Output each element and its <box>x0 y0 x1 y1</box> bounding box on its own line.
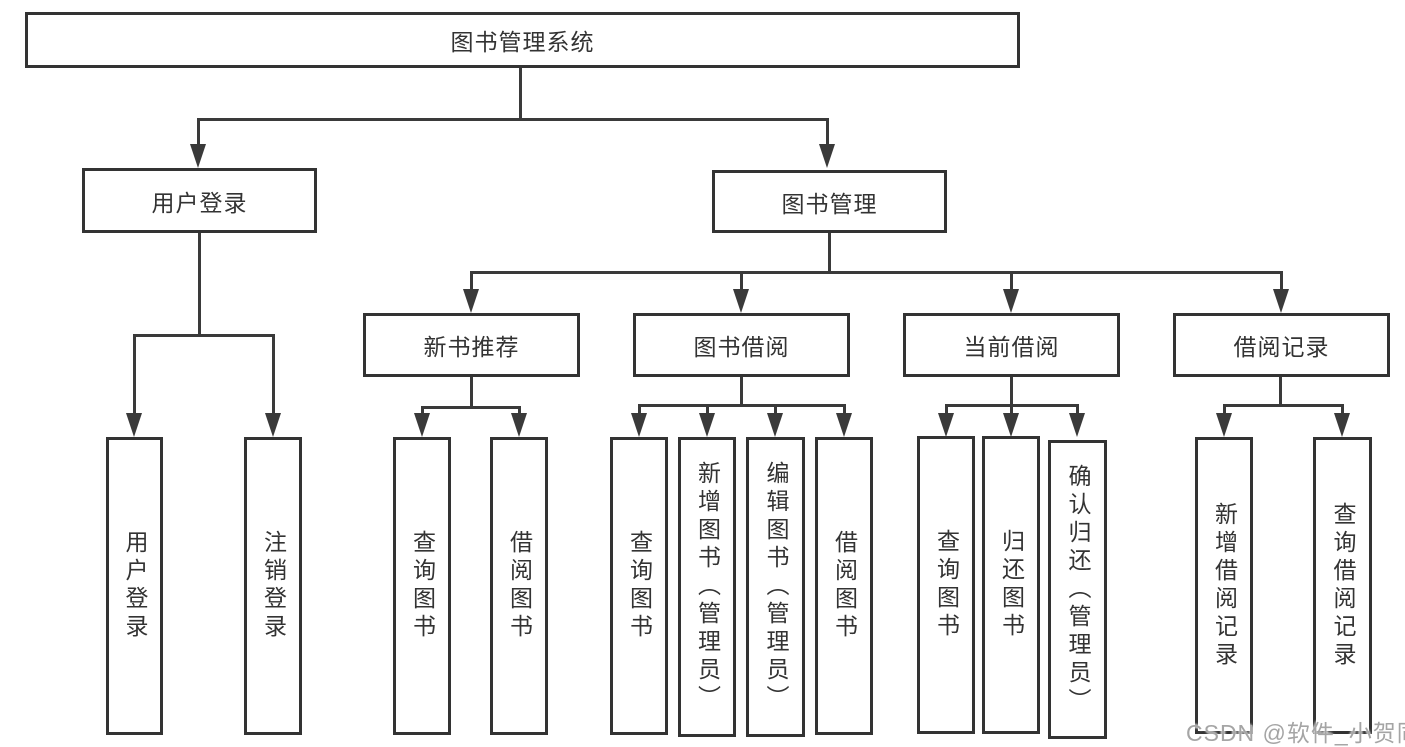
node-leaf-borrow-books-1: 借阅图书 <box>490 437 548 735</box>
node-borrow-records: 借阅记录 <box>1173 313 1390 377</box>
connector-drop-new-book-rec <box>517 407 521 417</box>
connector-stem-new-book-rec <box>469 377 473 409</box>
node-leaf-query-books-1: 查询图书 <box>393 437 451 735</box>
connector-drop-book-mgmt <box>739 272 743 293</box>
node-label-leaf-query-books-3: 查询图书 <box>933 529 960 641</box>
connector-rail-book-borrow <box>637 403 846 407</box>
node-root: 图书管理系统 <box>25 12 1020 68</box>
node-leaf-return-books: 归还图书 <box>982 436 1040 734</box>
arrowhead-down-icon <box>733 289 749 313</box>
connector-drop-book-borrow <box>705 405 709 417</box>
connector-drop-borrow-records <box>1340 405 1344 417</box>
connector-stem-current-borrow <box>1009 377 1013 407</box>
node-label-book-borrow: 图书借阅 <box>693 334 790 360</box>
arrowhead-down-icon <box>819 144 835 168</box>
arrowhead-down-icon <box>699 413 715 437</box>
arrowhead-down-icon <box>1003 289 1019 313</box>
connector-stem-root <box>518 68 522 121</box>
arrowhead-down-icon <box>1216 413 1232 437</box>
node-label-leaf-confirm-return-admin: 确认归还（管理员） <box>1065 463 1091 716</box>
arrowhead-down-icon <box>1334 413 1350 437</box>
node-leaf-query-books-2: 查询图书 <box>610 437 668 735</box>
connector-drop-root <box>825 119 829 148</box>
node-label-book-mgmt: 图书管理 <box>781 190 878 217</box>
node-leaf-edit-book-admin: 编辑图书（管理员） <box>746 437 805 737</box>
arrowhead-down-icon <box>190 144 206 168</box>
connector-drop-book-mgmt <box>1009 272 1013 293</box>
arrowhead-down-icon <box>126 413 142 437</box>
csdn-watermark: CSDN @软件_小贺同学 <box>1186 720 1405 746</box>
arrowhead-down-icon <box>1003 413 1019 437</box>
connector-drop-current-borrow <box>1009 405 1013 417</box>
node-leaf-confirm-return-admin: 确认归还（管理员） <box>1048 440 1107 739</box>
node-label-leaf-logout: 注销登录 <box>260 530 287 642</box>
arrowhead-down-icon <box>511 413 527 437</box>
connector-stem-borrow-records <box>1278 377 1282 407</box>
arrowhead-down-icon <box>414 413 430 437</box>
node-label-leaf-borrow-books-1: 借阅图书 <box>506 530 533 642</box>
node-label-new-book-rec: 新书推荐 <box>423 334 520 360</box>
connector-drop-book-mgmt <box>469 272 473 293</box>
arrowhead-down-icon <box>1273 289 1289 313</box>
connector-rail-new-book-rec <box>420 405 521 409</box>
connector-drop-book-borrow <box>773 405 777 417</box>
node-leaf-add-book-admin: 新增图书（管理员） <box>678 437 736 737</box>
connector-drop-user-login <box>271 335 275 417</box>
connector-rail-root <box>196 117 829 121</box>
connector-drop-book-borrow <box>637 405 641 417</box>
node-label-leaf-add-borrow-record: 新增借阅记录 <box>1211 501 1238 670</box>
connector-drop-current-borrow <box>1075 405 1079 417</box>
node-label-root: 图书管理系统 <box>450 29 595 55</box>
node-new-book-rec: 新书推荐 <box>363 313 580 377</box>
node-leaf-add-borrow-record: 新增借阅记录 <box>1195 437 1253 734</box>
connector-rail-user-login <box>132 333 275 337</box>
arrowhead-down-icon <box>265 413 281 437</box>
arrowhead-down-icon <box>463 289 479 313</box>
arrowhead-down-icon <box>836 413 852 437</box>
connector-stem-book-borrow <box>739 377 743 407</box>
arrowhead-down-icon <box>1069 413 1085 437</box>
node-leaf-user-login: 用户登录 <box>106 437 163 735</box>
connector-rail-book-mgmt <box>469 270 1283 274</box>
connector-drop-book-borrow <box>842 405 846 417</box>
node-leaf-logout: 注销登录 <box>244 437 302 735</box>
node-current-borrow: 当前借阅 <box>903 313 1120 377</box>
node-leaf-query-books-3: 查询图书 <box>917 436 975 734</box>
connector-drop-root <box>196 119 200 148</box>
node-book-borrow: 图书借阅 <box>633 313 850 377</box>
connector-drop-borrow-records <box>1222 405 1226 417</box>
connector-drop-current-borrow <box>944 405 948 417</box>
node-label-leaf-borrow-books-2: 借阅图书 <box>831 530 858 642</box>
connector-stem-user-login <box>197 233 201 337</box>
node-label-leaf-query-borrow-record: 查询借阅记录 <box>1330 501 1356 670</box>
node-label-leaf-edit-book-admin: 编辑图书（管理员） <box>763 461 789 713</box>
arrowhead-down-icon <box>938 413 954 437</box>
connector-drop-book-mgmt <box>1279 272 1283 293</box>
node-leaf-query-borrow-record: 查询借阅记录 <box>1313 437 1372 734</box>
node-user-login: 用户登录 <box>82 168 317 233</box>
connector-drop-new-book-rec <box>420 407 424 417</box>
node-label-leaf-return-books: 归还图书 <box>998 529 1025 641</box>
node-book-mgmt: 图书管理 <box>712 170 947 233</box>
arrowhead-down-icon <box>767 413 783 437</box>
node-label-user-login: 用户登录 <box>151 189 248 216</box>
node-label-leaf-query-books-2: 查询图书 <box>626 530 653 642</box>
node-label-current-borrow: 当前借阅 <box>963 334 1060 360</box>
node-label-leaf-user-login: 用户登录 <box>122 530 148 642</box>
connector-rail-borrow-records <box>1222 403 1344 407</box>
node-label-borrow-records: 借阅记录 <box>1233 334 1330 360</box>
connector-stem-book-mgmt <box>827 233 831 274</box>
connector-drop-user-login <box>132 335 136 417</box>
arrowhead-down-icon <box>631 413 647 437</box>
node-label-leaf-add-book-admin: 新增图书（管理员） <box>694 461 721 713</box>
node-leaf-borrow-books-2: 借阅图书 <box>815 437 873 735</box>
node-label-leaf-query-books-1: 查询图书 <box>409 530 436 642</box>
